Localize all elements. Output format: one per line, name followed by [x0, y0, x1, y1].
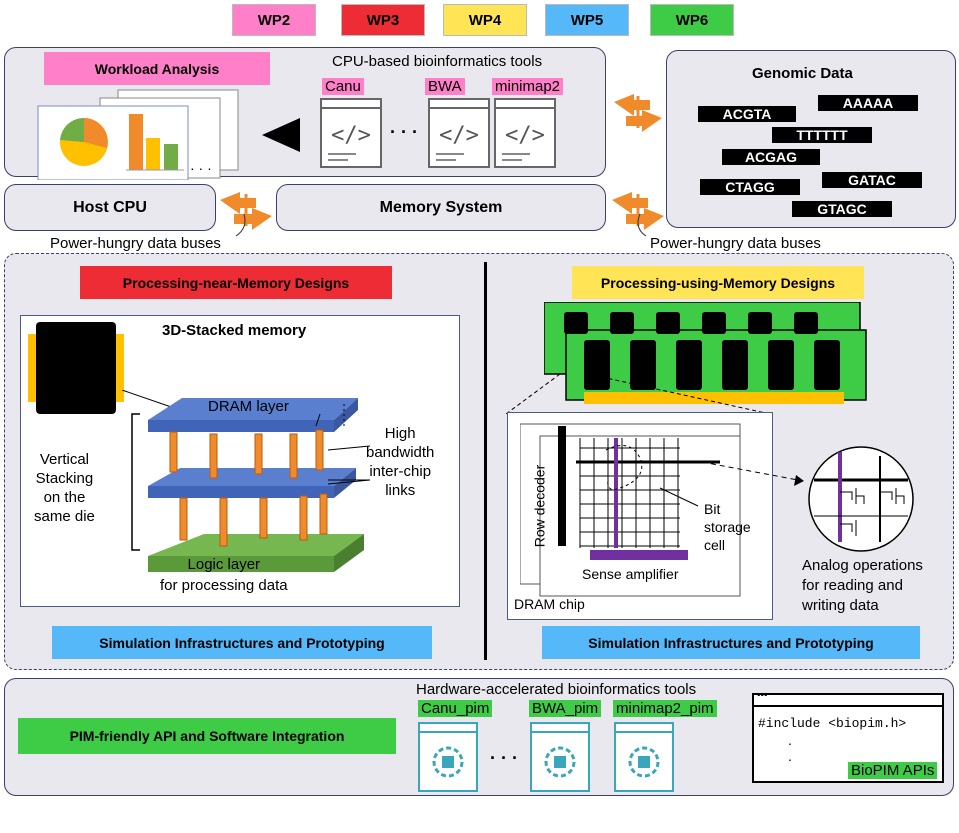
- genomic-data-title: Genomic Data: [752, 65, 853, 82]
- pim-tag-bwa: BWA_pim: [529, 700, 602, 717]
- svg-text:</>: </>: [331, 123, 371, 148]
- sequence-label: ACGTA: [698, 106, 796, 122]
- analog-circuit-icon: [808, 446, 914, 552]
- cpu-tools-title: CPU-based bioinformatics tools: [332, 53, 543, 70]
- bus-label-right: Power-hungry data buses: [650, 235, 821, 252]
- bus-pointer-lines: [235, 213, 647, 237]
- data-bus-icon: [220, 192, 272, 230]
- code-window-icon: </>: [428, 98, 490, 168]
- sequence-label: GATAC: [822, 172, 922, 188]
- charts-ellipsis: · · ·: [190, 160, 212, 176]
- pnm-title: Processing-near-Memory Designs: [80, 266, 392, 299]
- code-window-icon: </>: [494, 98, 556, 168]
- code-dot: .: [788, 732, 792, 748]
- logic-layer-label: Logic layer for processing data: [160, 556, 288, 594]
- zoom-lines: [505, 373, 771, 415]
- tool-tag-minimap2: minimap2: [492, 78, 564, 95]
- pim-tag-minimap2: minimap2_pim: [613, 700, 717, 717]
- sequence-label: GTAGC: [792, 201, 892, 217]
- high-bandwidth-label: High bandwidth inter-chip links: [366, 425, 435, 499]
- left-arrow-icon: [262, 118, 300, 152]
- wp4-legend: WP4: [443, 4, 527, 36]
- link-pointers: [327, 445, 371, 485]
- pim-tag-canu: Canu_pim: [418, 700, 493, 717]
- sequence-label: ACGAG: [722, 149, 820, 165]
- window-dots-icon: •••: [757, 690, 768, 701]
- sim-title-right: Simulation Infrastructures and Prototypi…: [542, 626, 920, 659]
- stacked-layers: [121, 390, 364, 572]
- svg-text:</>: </>: [505, 123, 545, 148]
- code-window-icon: </>: [320, 98, 382, 168]
- wp6-legend: WP6: [650, 4, 734, 36]
- sim-title-left: Simulation Infrastructures and Prototypi…: [52, 626, 432, 659]
- wp2-legend: WP2: [232, 4, 316, 36]
- dram-chip-label: DRAM chip: [514, 596, 585, 612]
- chip-gear-icon: [418, 722, 478, 792]
- chip-gear-icon: [614, 722, 674, 792]
- panel-divider: [484, 262, 487, 660]
- stacked-memory-title: 3D-Stacked memory: [162, 322, 307, 339]
- dashed-arrow: [701, 461, 804, 486]
- sequence-label: CTAGG: [700, 179, 800, 195]
- code-window-titlebar: [752, 693, 944, 707]
- vertical-bracket: [131, 413, 140, 551]
- wp3-legend: WP3: [341, 4, 425, 36]
- svg-text:</>: </>: [439, 123, 479, 148]
- tool-tag-bwa: BWA: [425, 78, 465, 95]
- dram-layer-label: DRAM layer: [208, 398, 289, 415]
- vertical-stacking-label: Vertical Stacking on the same die: [34, 451, 95, 525]
- code-dot: .: [788, 748, 792, 764]
- bit-storage-label: Bit storage cell: [704, 501, 751, 553]
- row-decoder-label: Row decoder: [531, 464, 548, 548]
- tools-ellipsis: · · ·: [390, 122, 418, 142]
- wp5-legend: WP5: [545, 4, 629, 36]
- hw-tools-title: Hardware-accelerated bioinformatics tool…: [416, 681, 697, 698]
- dram-module-icon: [544, 302, 867, 404]
- sequence-label: AAAAA: [818, 95, 918, 111]
- api-title: PIM-friendly API and Software Integratio…: [18, 718, 396, 754]
- memory-system-box: Memory System: [276, 184, 606, 231]
- data-bus-icon: [614, 94, 662, 132]
- tool-tag-canu: Canu: [322, 78, 364, 95]
- memory-chip-icon: [28, 322, 124, 414]
- workload-charts: [37, 89, 239, 180]
- analog-ops-label: Analog operations for reading and writin…: [802, 557, 923, 614]
- biopim-api-label: BioPIM APIs: [848, 762, 938, 779]
- workload-analysis-title: Workload Analysis: [44, 52, 270, 85]
- sequence-label: TTTTTT: [772, 127, 872, 143]
- code-include-line: #include <biopim.h>: [758, 716, 907, 731]
- pum-title: Processing-using-Memory Designs: [572, 266, 864, 299]
- bus-label-left: Power-hungry data buses: [50, 235, 221, 252]
- host-cpu-box: Host CPU: [4, 184, 216, 231]
- sense-amplifier-label: Sense amplifier: [582, 566, 679, 582]
- chip-gear-icon: [530, 722, 590, 792]
- pim-tools-ellipsis: · · ·: [490, 748, 518, 768]
